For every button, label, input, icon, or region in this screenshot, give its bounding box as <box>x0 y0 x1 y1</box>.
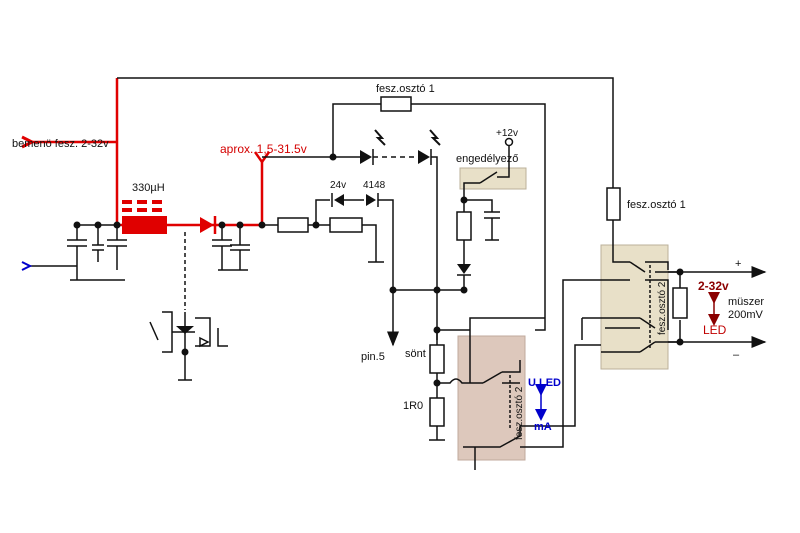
range-label: 2-32v <box>698 279 729 293</box>
input-capacitors <box>21 221 127 281</box>
minus-sign: – <box>733 349 740 361</box>
r1-label: 1R0 <box>403 400 423 412</box>
power-path <box>21 78 271 234</box>
plus-sign: + <box>735 258 741 270</box>
divider1-right <box>606 187 621 221</box>
meter-range-label: 200mV <box>728 309 764 321</box>
enable-label: engedélyező <box>456 153 518 165</box>
meter-label: müszer <box>728 296 764 308</box>
diode-4148 <box>366 193 379 207</box>
plus12-label: +12v <box>496 128 518 139</box>
output-capacitors <box>212 221 266 271</box>
approx-label: aprox. 1,5-31.5v <box>220 142 307 156</box>
input-label: bemenö fesz. 2-32v <box>12 138 109 150</box>
divider1-top-label: fesz.osztó 1 <box>376 83 435 95</box>
diode-label: 4148 <box>363 180 386 191</box>
mosfet <box>149 311 228 381</box>
zener-24v <box>331 193 344 207</box>
resistor-1r0 <box>429 397 445 427</box>
divider2-left-label: fesz.osztó 2 <box>514 386 525 440</box>
led-1 <box>360 149 374 165</box>
inductor-label: 330µH <box>132 182 165 194</box>
led-2 <box>418 149 432 165</box>
inductor <box>122 216 167 234</box>
shunt-label: sönt <box>405 348 426 360</box>
resistor-series <box>277 217 309 233</box>
schottky-diode <box>200 217 214 233</box>
ma-label: mA <box>534 421 552 433</box>
divider1-right-label: fesz.osztó 1 <box>627 199 686 211</box>
enable-switch-box <box>459 167 527 190</box>
divider1-top <box>380 96 412 112</box>
meter-resistor <box>672 287 688 319</box>
shunt-resistor <box>429 344 445 374</box>
resistor-load <box>329 217 363 233</box>
led-label: LED <box>703 323 727 337</box>
uled-label: U LED <box>528 377 561 389</box>
enable-resistor <box>456 211 472 241</box>
pin5-label: pin.5 <box>361 351 385 363</box>
zener-label: 24v <box>330 180 346 191</box>
divider2-right-label: fesz.osztó 2 <box>657 281 668 335</box>
